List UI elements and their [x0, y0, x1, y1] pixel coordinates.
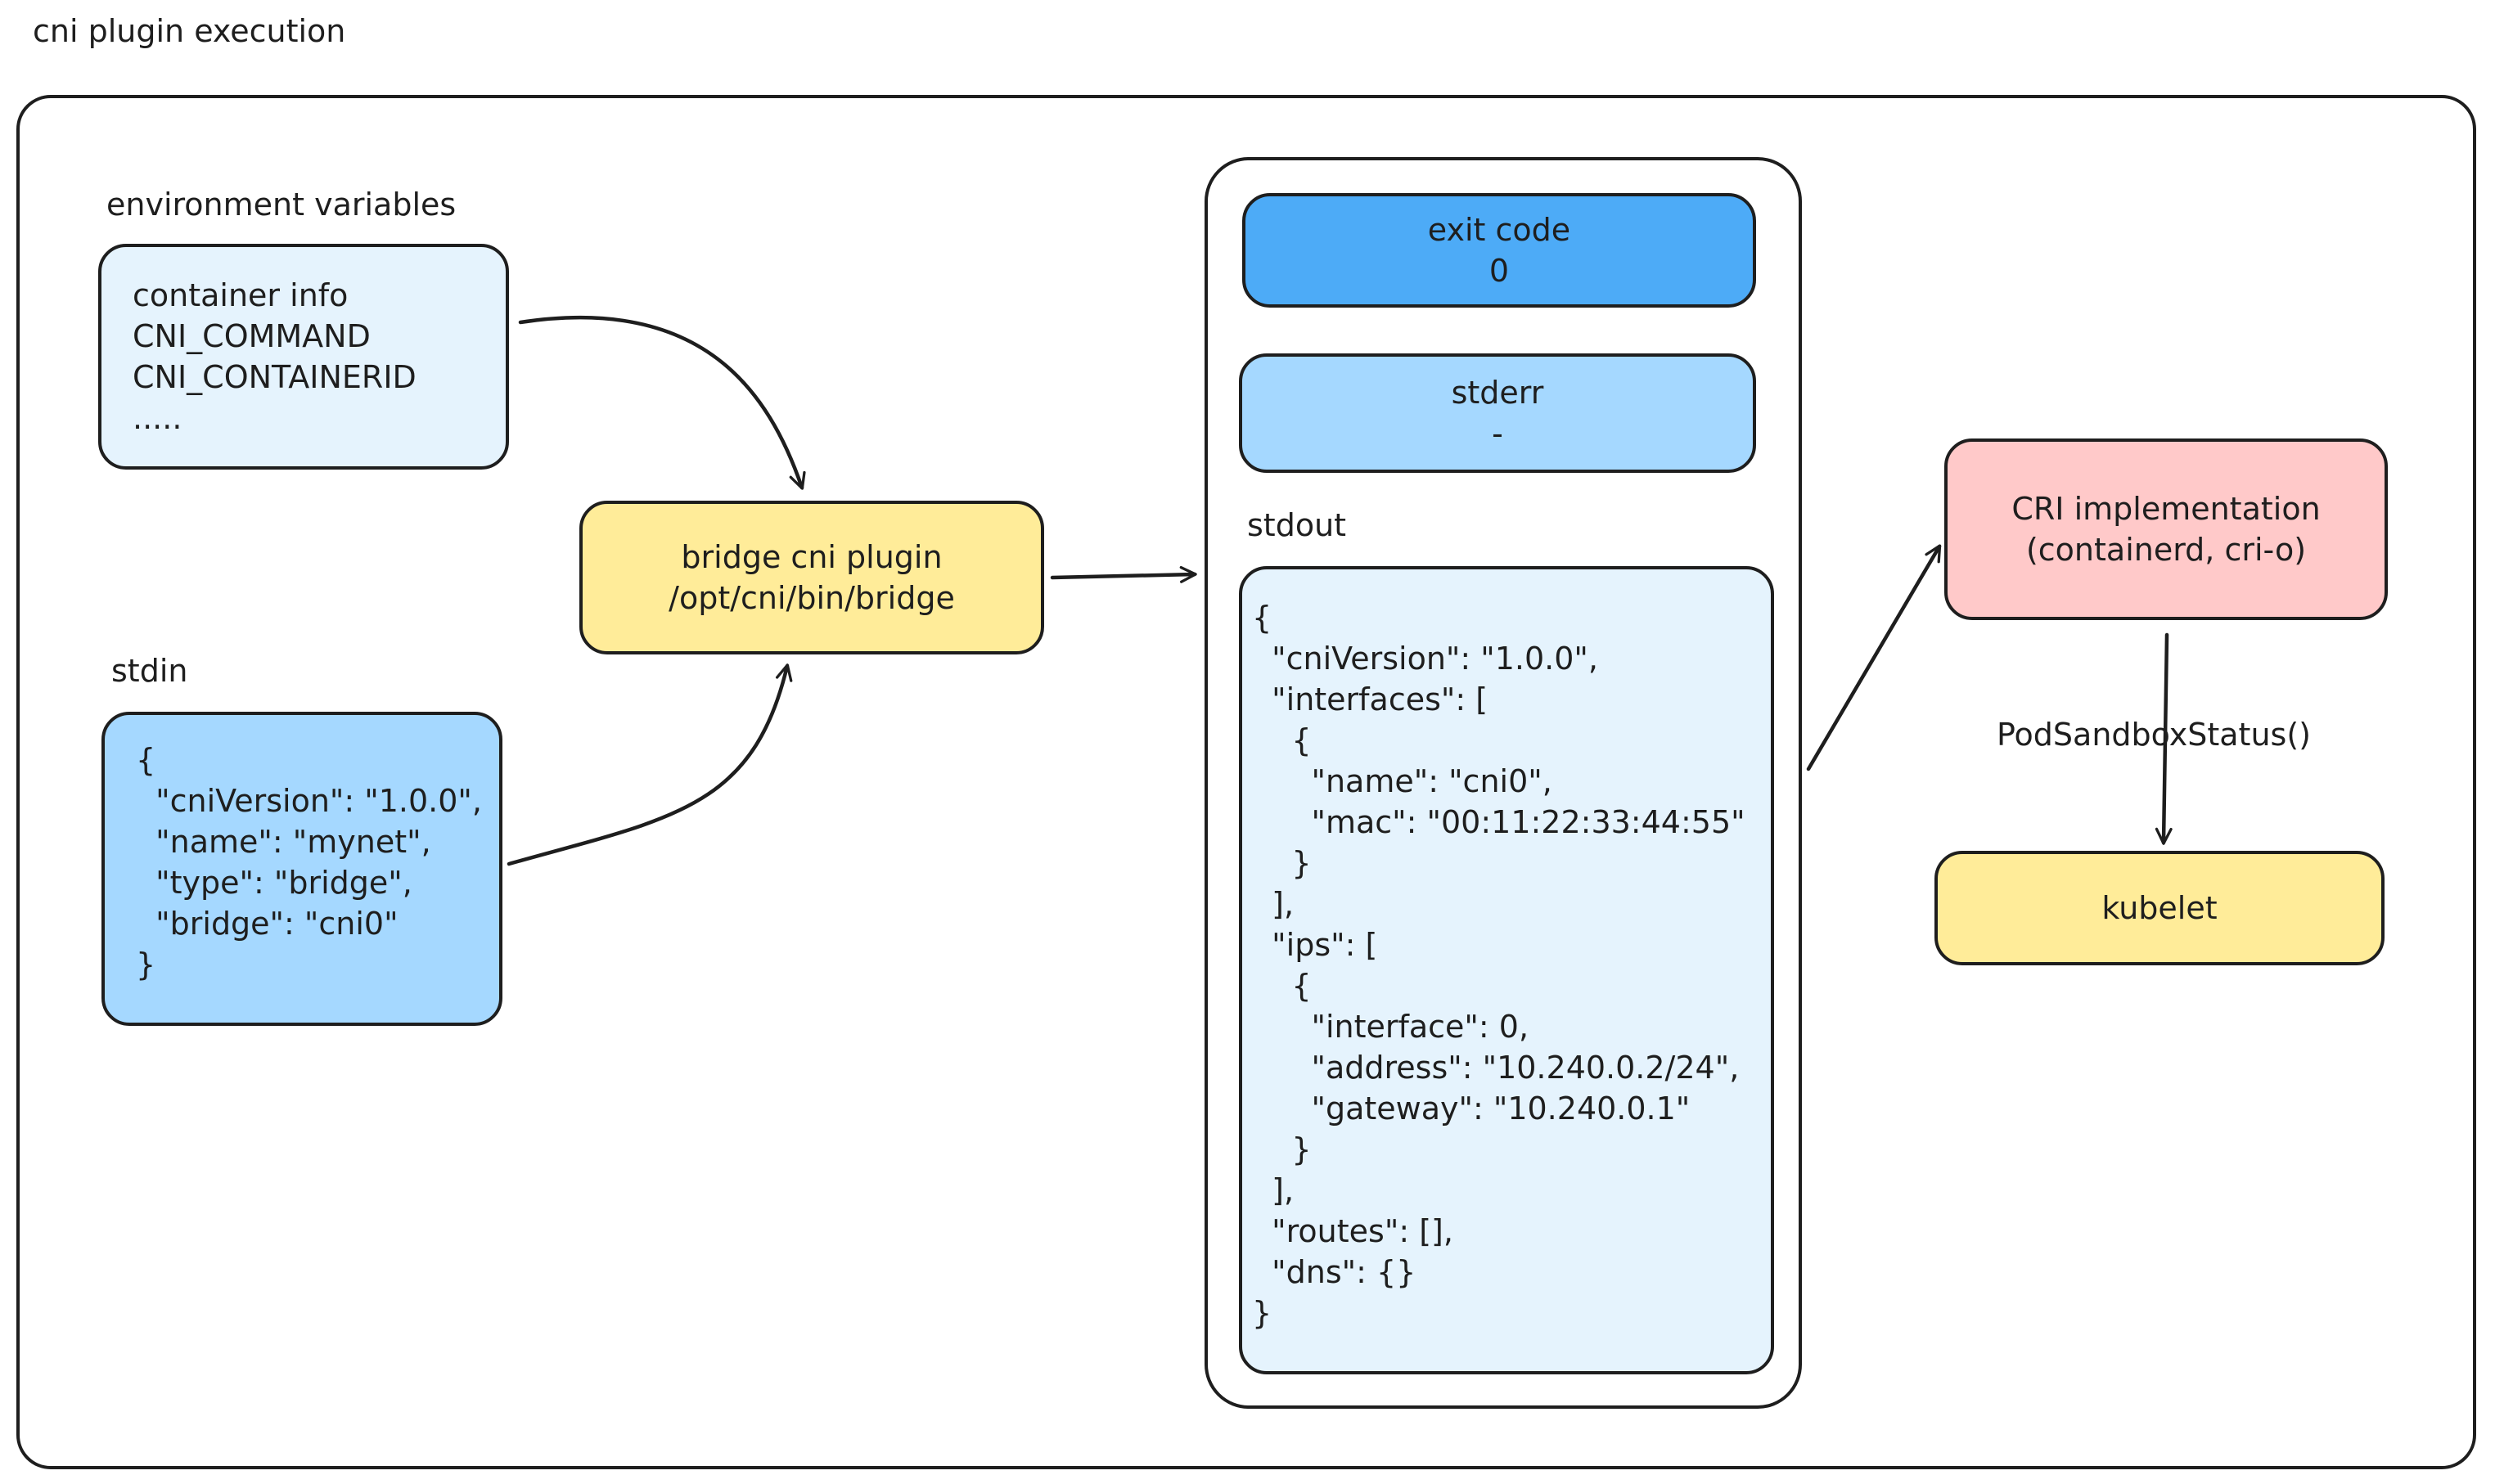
- stdout-line: ],: [1252, 1172, 1295, 1208]
- cri-line: (containerd, cri-o): [2025, 532, 2307, 568]
- bridge-plugin-box: bridge cni plugin /opt/cni/bin/bridge: [579, 501, 1044, 654]
- stdout-label: stdout: [1247, 507, 1347, 543]
- exit-code-line: exit code: [1427, 212, 1571, 248]
- stdout-line: "cniVersion": "1.0.0",: [1252, 641, 1598, 677]
- stdout-line: "gateway": "10.240.0.1": [1252, 1091, 1691, 1126]
- outer-frame: [16, 95, 2476, 1469]
- stdin-line: {: [136, 742, 156, 778]
- env-label: environment variables: [106, 187, 457, 223]
- call-label: PodSandboxStatus(): [1997, 717, 2311, 753]
- stderr-box: stderr -: [1239, 353, 1756, 473]
- kubelet-label: kubelet: [2101, 890, 2218, 926]
- stdin-line: "name": "mynet",: [136, 824, 431, 860]
- stdout-line: }: [1252, 845, 1312, 881]
- arrow-env-to-plugin: [518, 315, 806, 490]
- stdout-box: { "cniVersion": "1.0.0", "interfaces": […: [1239, 566, 1774, 1374]
- stdout-line: }: [1252, 1295, 1272, 1331]
- stdout-line: "ips": [: [1252, 927, 1378, 963]
- stdout-line: {: [1252, 600, 1272, 636]
- stderr-line: -: [1492, 416, 1503, 452]
- env-line: CNI_COMMAND: [133, 318, 371, 354]
- arrow-stdin-to-plugin: [507, 663, 793, 866]
- stdout-line: }: [1252, 1131, 1312, 1167]
- stderr-line: stderr: [1451, 375, 1544, 411]
- stdout-line: {: [1252, 722, 1312, 758]
- stdin-line: "bridge": "cni0": [136, 906, 399, 942]
- stdout-line: "address": "10.240.0.2/24",: [1252, 1050, 1740, 1086]
- stdin-label: stdin: [111, 653, 188, 689]
- stdout-line: "name": "cni0",: [1252, 763, 1552, 799]
- stdout-line: {: [1252, 968, 1312, 1004]
- arrow-cri-to-kubelet: [2155, 632, 2173, 845]
- env-line: container info: [133, 277, 349, 313]
- exit-code-box: exit code 0: [1242, 193, 1756, 308]
- env-box: container info CNI_COMMAND CNI_CONTAINER…: [98, 244, 509, 470]
- stdin-line: }: [136, 947, 156, 983]
- stdout-line: "mac": "00:11:22:33:44:55": [1252, 804, 1745, 840]
- stdin-box: { "cniVersion": "1.0.0", "name": "mynet"…: [101, 712, 502, 1026]
- stdout-line: "interface": 0,: [1252, 1009, 1529, 1045]
- plugin-line: bridge cni plugin: [681, 539, 943, 575]
- arrow-plugin-to-result: [1050, 565, 1197, 583]
- arrow-result-to-cri: [1806, 544, 1942, 771]
- result-group: [1205, 157, 1802, 1409]
- cri-line: CRI implementation: [2011, 491, 2321, 527]
- plugin-line: /opt/cni/bin/bridge: [669, 580, 955, 616]
- stdout-line: "routes": [],: [1252, 1213, 1453, 1249]
- stdout-line: ],: [1252, 886, 1295, 922]
- frame-title: cni plugin execution: [33, 13, 346, 49]
- stdout-line: "interfaces": [: [1252, 681, 1488, 717]
- kubelet-box: kubelet: [1934, 851, 2385, 965]
- exit-code-line: 0: [1488, 253, 1510, 289]
- env-line: .....: [133, 400, 182, 436]
- stdin-line: "type": "bridge",: [136, 865, 412, 901]
- env-line: CNI_CONTAINERID: [133, 359, 417, 395]
- stdout-line: "dns": {}: [1252, 1254, 1416, 1290]
- stdin-line: "cniVersion": "1.0.0",: [136, 783, 482, 819]
- cri-box: CRI implementation (containerd, cri-o): [1944, 438, 2388, 620]
